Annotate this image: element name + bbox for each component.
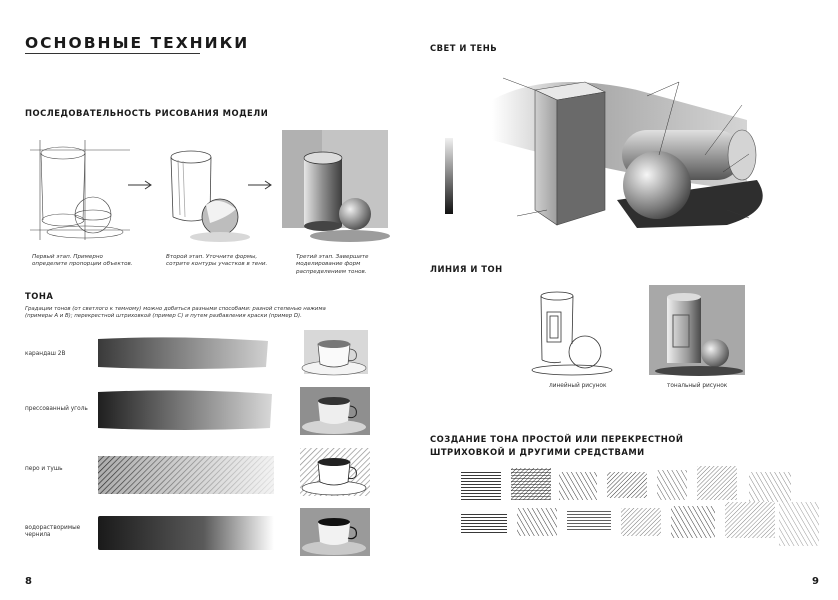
tonal-drawing-caption: тональный рисунок (667, 383, 728, 389)
step-2-drawing (158, 145, 258, 245)
page-number-right: 9 (812, 576, 819, 587)
hatching-samples (459, 462, 829, 552)
page-number-left: 8 (25, 576, 32, 587)
cup-drawing-pencil (296, 328, 374, 380)
arrow-icon (248, 180, 274, 190)
line-drawing-caption: линейный рисунок (549, 383, 607, 389)
sequence-title: ПОСЛЕДОВАТЕЛЬНОСТЬ РИСОВАНИЯ МОДЕЛИ (25, 108, 269, 118)
step-1-drawing (25, 135, 135, 245)
medium-label-pen-ink: перо и тушь (25, 466, 63, 472)
left-page: ОСНОВНЫЕ ТЕХНИКИ ПОСЛЕДОВАТЕЛЬНОСТЬ РИСО… (25, 34, 390, 587)
line-drawing (527, 288, 617, 378)
step-3-caption: Третий этап. Завершите моделирование фор… (296, 254, 369, 275)
light-shadow-title: СВЕТ И ТЕНЬ (430, 43, 498, 53)
cup-drawing-wash (296, 506, 374, 560)
right-page: СВЕТ И ТЕНЬ (419, 0, 838, 600)
arrow-icon (128, 180, 154, 190)
heading-rule (25, 53, 200, 54)
tone-intro: Градации тонов (от светлого к темному) м… (25, 306, 326, 320)
tone-title: ТОНА (25, 291, 54, 301)
tone-strip-pen-ink (96, 452, 276, 498)
tone-strip-wash (96, 512, 276, 552)
tone-strip-pencil (96, 333, 270, 373)
medium-label-pencil: карандаш 2В (25, 351, 66, 357)
light-shadow-drawing (487, 60, 777, 240)
step-1-caption: Первый этап. Примерно определите пропорц… (32, 254, 133, 268)
value-scale (445, 138, 453, 214)
page-heading: ОСНОВНЫЕ ТЕХНИКИ (25, 34, 250, 52)
tonal-drawing (647, 283, 747, 378)
hatching-title: СОЗДАНИЕ ТОНА ПРОСТОЙ ИЛИ ПЕРЕКРЕСТНОЙ Ш… (430, 434, 684, 457)
cup-drawing-pen-ink (296, 446, 374, 500)
step-3-drawing (280, 128, 390, 248)
line-tone-title: ЛИНИЯ И ТОН (430, 264, 503, 274)
cup-drawing-charcoal (296, 385, 374, 439)
step-2-caption: Второй этап. Уточните формы, сотрите кон… (166, 254, 268, 268)
medium-label-wash: водорастворимые чернила (25, 525, 81, 538)
medium-label-charcoal: прессованный уголь (25, 406, 88, 412)
tone-strip-charcoal (96, 388, 274, 432)
